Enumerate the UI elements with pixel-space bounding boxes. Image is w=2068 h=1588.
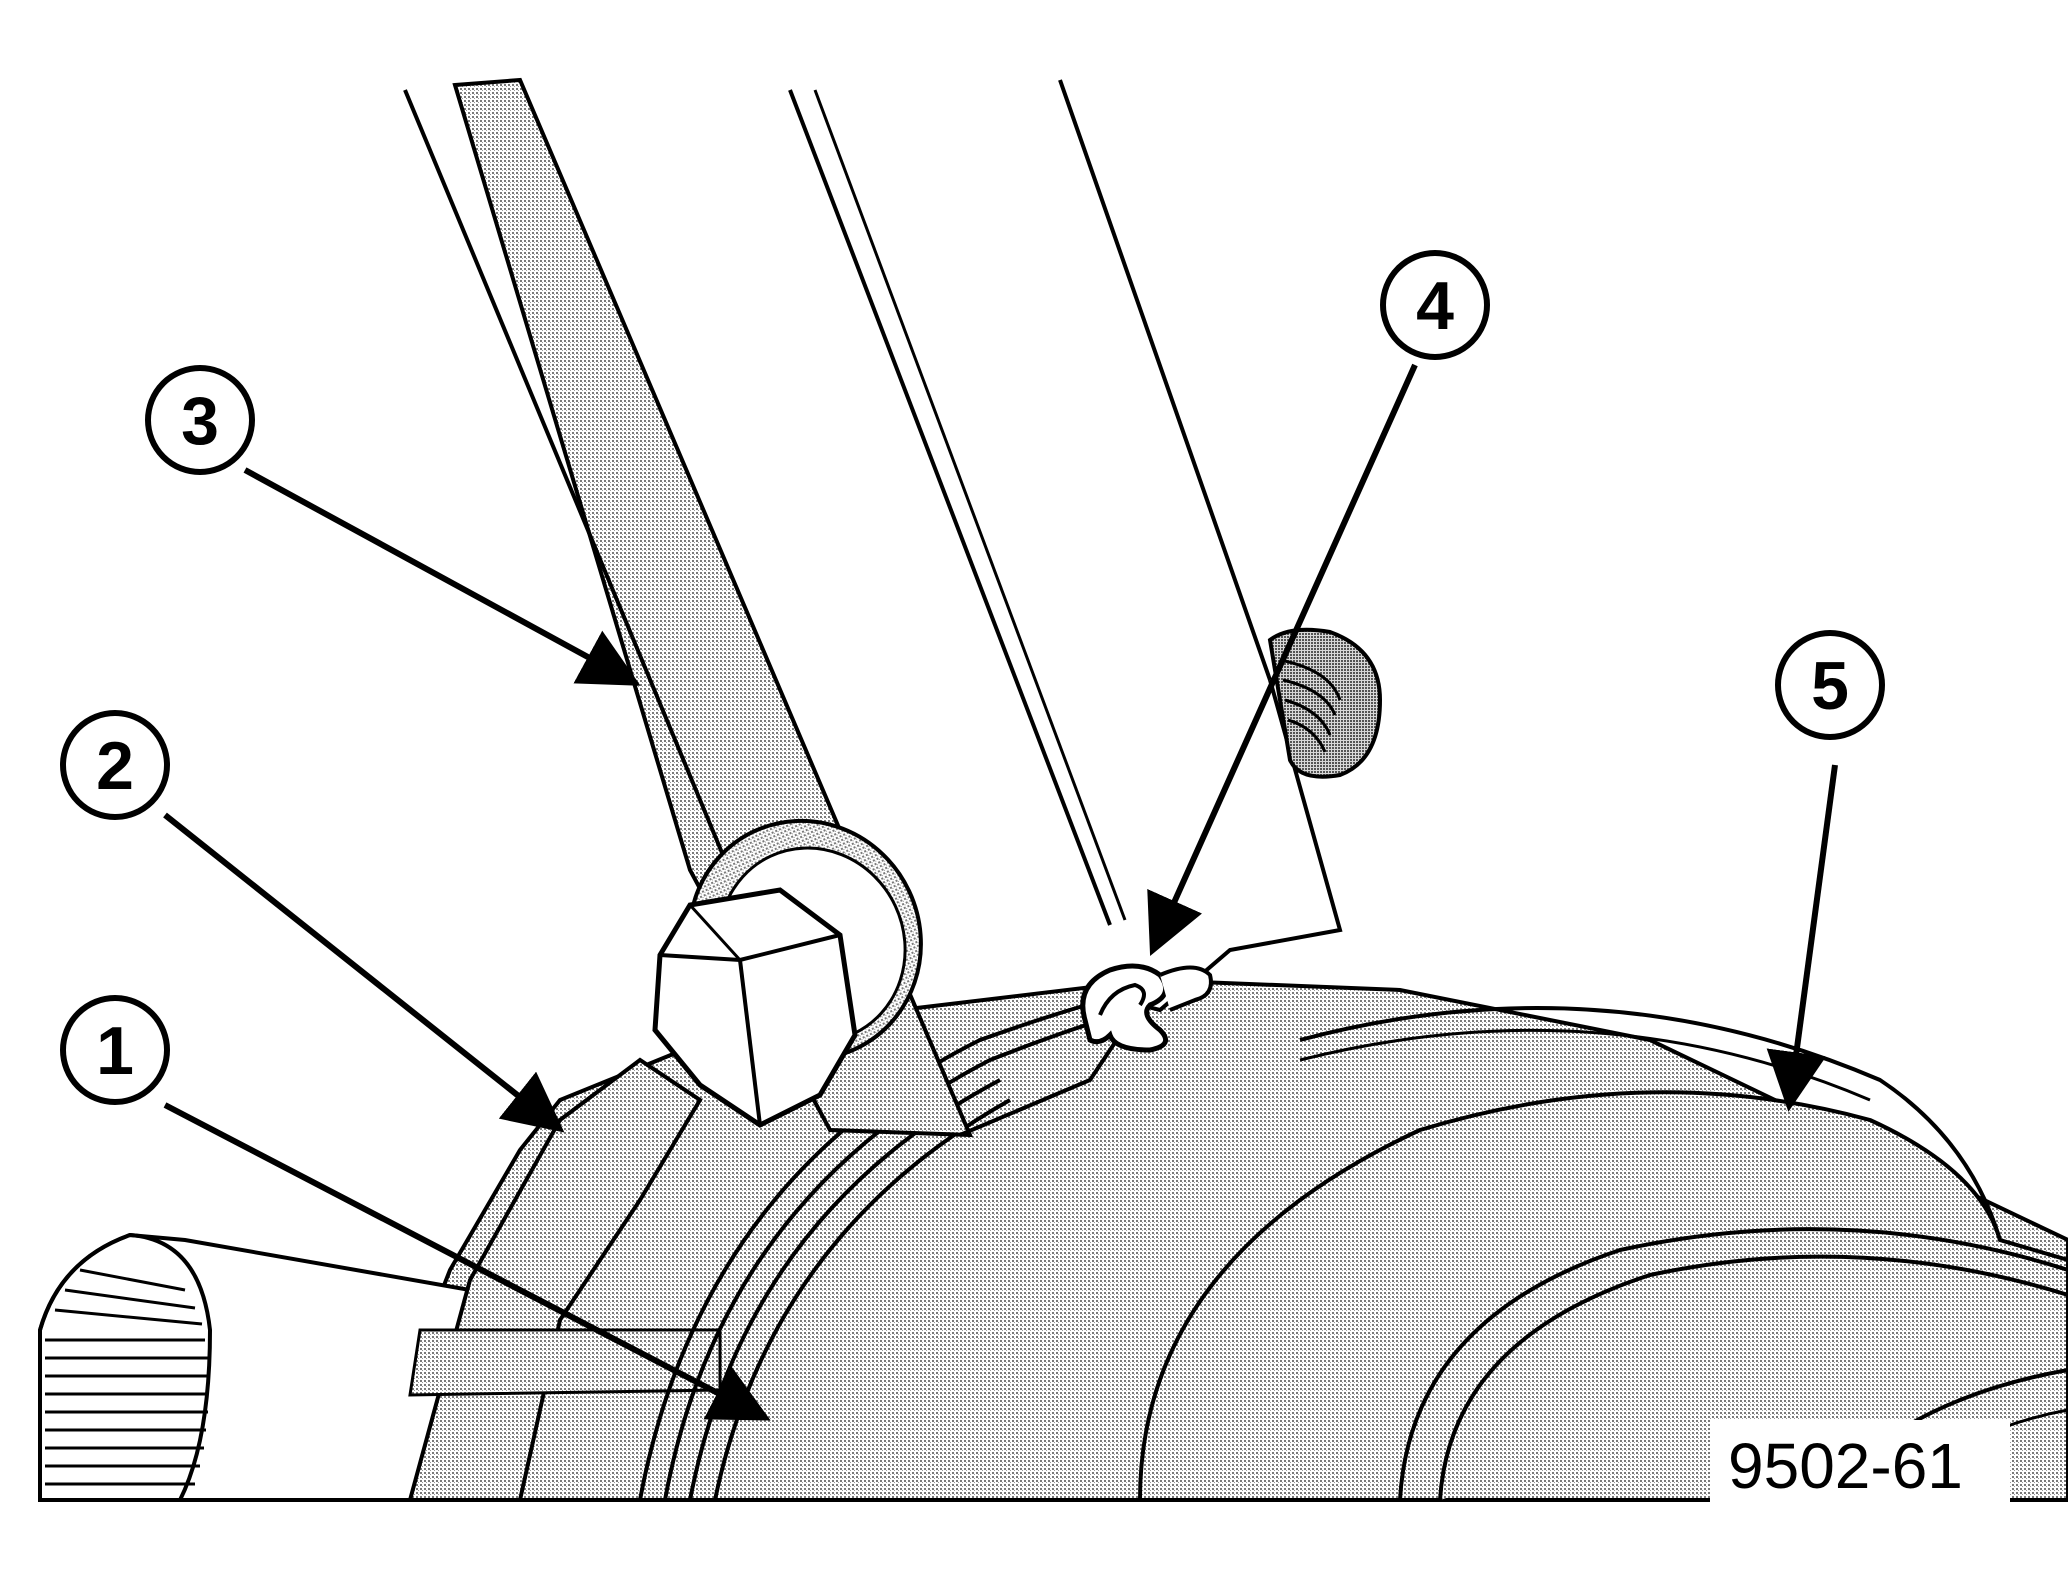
callout-circle (145, 365, 255, 475)
callout-number: 4 (1416, 268, 1454, 344)
leader-line-1 (163, 1102, 771, 1421)
splined-shaft (38, 1232, 473, 1502)
callout-circle (60, 995, 170, 1105)
callout-circle (1380, 250, 1490, 360)
callout-number: 1 (96, 1013, 134, 1089)
callout-5: 5 (1775, 630, 1885, 740)
leader-line-5 (1766, 764, 1838, 1112)
callout-number: 2 (96, 728, 134, 804)
flange-left (407, 1057, 722, 1502)
callout-number: 3 (181, 383, 219, 459)
leader-line-2 (163, 812, 565, 1133)
threaded-stud (1267, 627, 1383, 779)
callout-3: 3 (145, 365, 255, 475)
leader-line-3 (243, 467, 641, 686)
figure-id-label: 9502-61 (1728, 1430, 1963, 1502)
callout-number: 5 (1811, 648, 1849, 724)
hex-bolt-head (652, 887, 858, 1128)
callout-circle (1775, 630, 1885, 740)
bearing-cup (1137, 1006, 2068, 1502)
callout-circle (60, 710, 170, 820)
spring-clip (1080, 963, 1213, 1053)
leader-line-4 (1147, 363, 1418, 956)
callout-1: 1 (60, 995, 170, 1105)
callout-4: 4 (1380, 250, 1490, 360)
leader-lines (163, 363, 1838, 1421)
figure-id: 9502-61 (1710, 1420, 2010, 1505)
callout-2: 2 (60, 710, 170, 820)
